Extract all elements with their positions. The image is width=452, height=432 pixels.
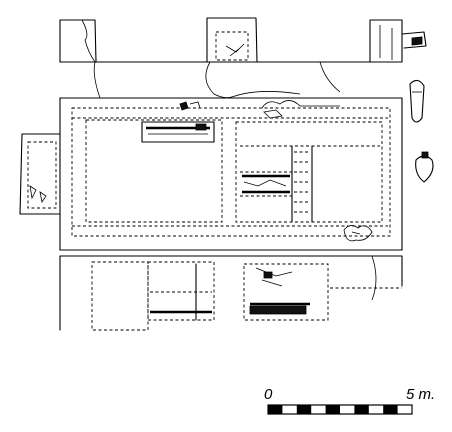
- scale-segment: [325, 405, 340, 414]
- scale-start-label: 0: [264, 386, 273, 403]
- scale-segment: [383, 405, 398, 414]
- scale-segment: [268, 405, 283, 414]
- south-structures: [59, 255, 403, 331]
- scale-end-label: 5 m.: [406, 386, 435, 403]
- scale-segment: [296, 405, 312, 414]
- scale-segment: [354, 405, 369, 414]
- scale-bar: 0 5 m.: [264, 386, 435, 415]
- north-structures: [59, 17, 427, 99]
- west-annex: [19, 133, 61, 215]
- main-building: [59, 97, 403, 251]
- amphorae: [409, 79, 434, 183]
